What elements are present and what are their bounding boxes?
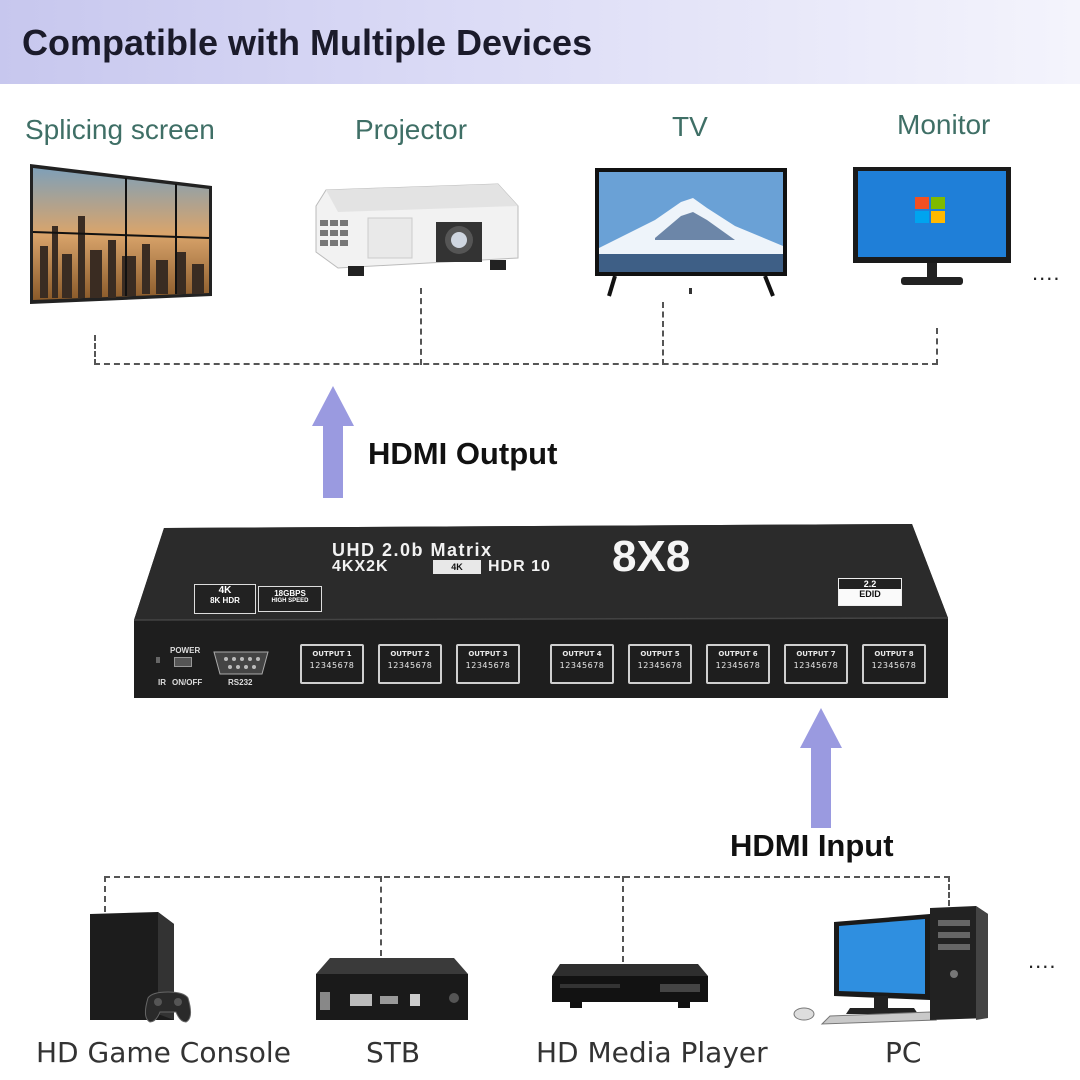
- output-port-5[interactable]: OUTPUT 5 12345678: [628, 644, 692, 684]
- badge-high-speed-text: HIGH SPEED: [271, 598, 309, 604]
- label-pc: PC: [885, 1036, 922, 1069]
- output-port-numbers: 12345678: [559, 661, 605, 670]
- badge-4k-text: 4K: [218, 585, 232, 596]
- output-connector-tick: [420, 288, 422, 365]
- speed-badge: 18GBPS HIGH SPEED: [258, 586, 322, 612]
- set-top-box-icon: [316, 958, 468, 1020]
- monitor-icon: [853, 167, 1011, 285]
- power-label: POWER: [170, 646, 201, 655]
- edid-badge: 2.2 EDID: [838, 578, 902, 606]
- banner-title: Compatible with Multiple Devices: [22, 22, 593, 63]
- label-monitor: Monitor: [897, 109, 991, 140]
- output-port-numbers: 12345678: [793, 661, 839, 670]
- 4k-badge: 4K: [433, 560, 481, 574]
- label-projector: Projector: [355, 114, 468, 145]
- device-title: UHD 2.0b Matrix: [332, 540, 493, 560]
- badge-8k-hdr-text: 8K HDR: [210, 596, 240, 605]
- output-port-label: OUTPUT 2: [390, 650, 430, 658]
- input-connector-tick: [622, 876, 624, 962]
- input-connector-line: [104, 876, 950, 878]
- output-port-8[interactable]: OUTPUT 8 12345678: [862, 644, 926, 684]
- label-hd-game-console: HD Game Console: [36, 1036, 291, 1069]
- 4k-8k-badge: 4K 8K HDR: [194, 584, 256, 614]
- output-port-numbers: 12345678: [871, 661, 917, 670]
- ir-label: IR: [158, 678, 166, 687]
- tv-icon: [595, 168, 787, 297]
- input-arrow-icon: [800, 708, 842, 828]
- onoff-label: ON/OFF: [172, 678, 203, 687]
- output-connector-tick: [936, 328, 938, 365]
- device-resolution: 4KX2K: [332, 558, 389, 575]
- output-port-label: OUTPUT 8: [874, 650, 914, 658]
- badge-speed-text: 18GBPS: [274, 589, 306, 598]
- edid-version-text: 2.2: [839, 579, 901, 589]
- output-port-1[interactable]: OUTPUT 1 12345678: [300, 644, 364, 684]
- input-connector-tick: [948, 876, 950, 906]
- output-port-label: OUTPUT 6: [718, 650, 758, 658]
- output-port-label: OUTPUT 4: [562, 650, 602, 658]
- label-splicing-screen: Splicing screen: [25, 114, 215, 145]
- output-port-numbers: 12345678: [715, 661, 761, 670]
- more-outputs-ellipsis: ....: [1032, 260, 1061, 285]
- projector-icon: [315, 183, 519, 276]
- output-port-label: OUTPUT 5: [640, 650, 680, 658]
- title-banner: [0, 0, 1080, 84]
- hdmi-input-label: HDMI Input: [730, 828, 894, 863]
- media-player-icon: [552, 964, 708, 1008]
- output-connector-tick: [662, 302, 664, 365]
- output-port-4[interactable]: OUTPUT 4 12345678: [550, 644, 614, 684]
- rs232-label: RS232: [228, 678, 253, 687]
- device-model: 8X8: [612, 532, 691, 581]
- label-hd-media-player: HD Media Player: [536, 1036, 768, 1069]
- input-connector-tick: [380, 876, 382, 956]
- output-arrow-icon: [312, 386, 354, 498]
- output-port-numbers: 12345678: [387, 661, 433, 670]
- hdmi-output-label: HDMI Output: [368, 436, 558, 471]
- output-connector-tick: [94, 335, 96, 365]
- output-port-6[interactable]: OUTPUT 6 12345678: [706, 644, 770, 684]
- output-port-3[interactable]: OUTPUT 3 12345678: [456, 644, 520, 684]
- output-port-label: OUTPUT 7: [796, 650, 836, 658]
- video-wall-icon: [30, 164, 212, 304]
- label-stb: STB: [366, 1036, 421, 1069]
- edid-label-text: EDID: [859, 589, 881, 599]
- game-console-icon: [90, 912, 192, 1023]
- more-inputs-ellipsis: ....: [1028, 948, 1057, 973]
- label-tv: TV: [672, 111, 708, 142]
- output-port-label: OUTPUT 1: [312, 650, 352, 658]
- output-port-numbers: 12345678: [465, 661, 511, 670]
- rs232-port-icon[interactable]: [212, 650, 270, 676]
- matrix-switch-body: [133, 524, 949, 698]
- power-switch[interactable]: [174, 657, 192, 667]
- device-hdr: HDR 10: [488, 558, 551, 575]
- output-port-numbers: 12345678: [637, 661, 683, 670]
- output-port-label: OUTPUT 3: [468, 650, 508, 658]
- pc-icon: [793, 906, 988, 1025]
- output-connector-line: [94, 363, 938, 365]
- input-connector-tick: [104, 876, 106, 912]
- output-port-numbers: 12345678: [309, 661, 355, 670]
- output-port-2[interactable]: OUTPUT 2 12345678: [378, 644, 442, 684]
- ir-sensor: [156, 657, 160, 663]
- output-port-7[interactable]: OUTPUT 7 12345678: [784, 644, 848, 684]
